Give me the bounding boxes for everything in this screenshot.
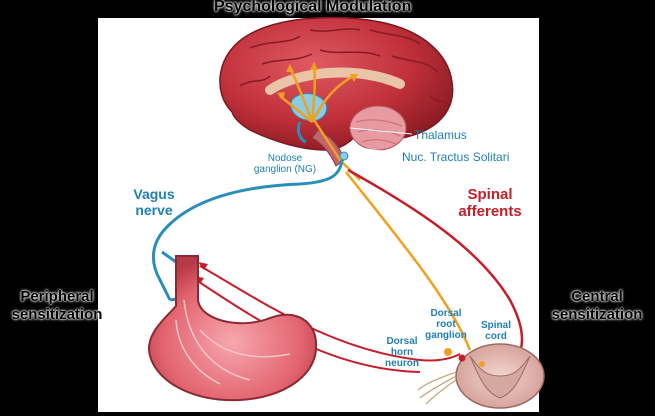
stomach-illustration	[147, 255, 318, 402]
nodose-ganglion-marker	[339, 151, 349, 161]
nts-label: Nuc. Tractus Solitari	[402, 150, 510, 164]
nts-leader-line	[345, 145, 403, 155]
dorsal-horn-line1: Dorsal	[386, 336, 418, 347]
drg-marker	[444, 348, 452, 356]
peripheral-line2: sensitization	[11, 306, 103, 323]
diagram-title: Psychological Modulation	[214, 0, 412, 15]
nodose-label-line2: ganglion (NG)	[253, 164, 317, 175]
spinal-afferents-line1: Spinal	[467, 186, 513, 203]
nodose-ganglion-label: Nodose ganglion (NG)	[250, 153, 320, 175]
central-line2: sensitization	[551, 306, 643, 323]
dorsal-horn-neuron-label: Dorsal horn neuron	[376, 336, 428, 369]
vagus-label-line2: nerve	[135, 202, 173, 218]
peripheral-line1: Peripheral	[20, 288, 94, 305]
brain-illustration	[219, 16, 454, 181]
central-line1: Central	[571, 288, 623, 305]
thalamus-leader-line	[349, 127, 413, 135]
spinal-cord-label: Spinal cord	[474, 320, 518, 342]
drg-line2: root	[436, 319, 456, 330]
vagus-label-line1: Vagus	[133, 186, 175, 202]
cord-line2: cord	[485, 331, 507, 342]
cord-line1: Spinal	[480, 320, 511, 331]
vagus-nerve-label: Vagus nerve	[124, 186, 184, 218]
spinal-afferents-line2: afferents	[458, 203, 522, 220]
nodose-label-line1: Nodose	[267, 153, 303, 164]
spinal-cord-illustration	[417, 343, 545, 409]
drg-line1: Dorsal	[430, 308, 462, 319]
dorsal-horn-line2: horn	[390, 347, 414, 358]
drg-line3: ganglion	[425, 330, 467, 341]
thalamus-label: Thalamus	[414, 128, 467, 142]
central-sensitization-label: Central sensitization	[540, 288, 654, 324]
dorsal-root-ganglion-label: Dorsal root ganglion	[418, 308, 474, 341]
spinal-afferents-label: Spinal afferents	[448, 186, 532, 220]
dorsal-horn-line3: neuron	[385, 358, 419, 369]
peripheral-sensitization-label: Peripheral sensitization	[2, 288, 112, 324]
